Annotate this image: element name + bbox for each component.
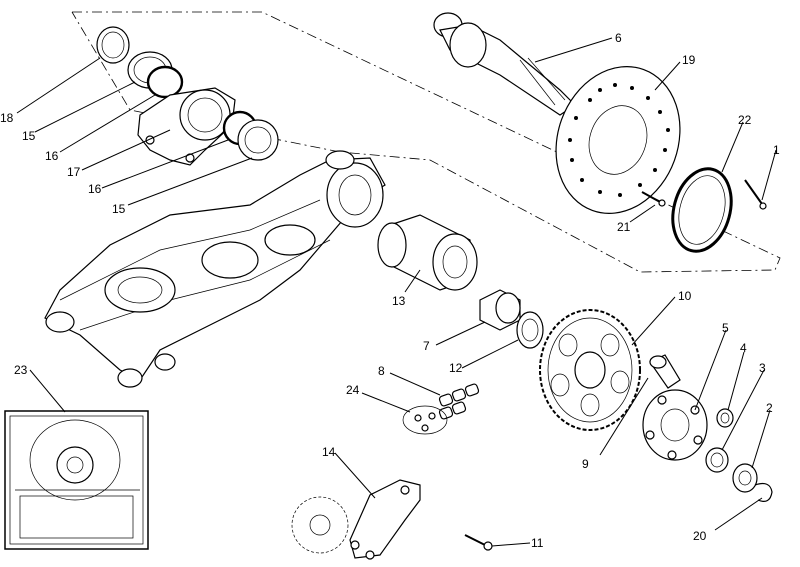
callout-19: 19 <box>682 53 696 67</box>
detail-panel-23 <box>4 410 149 550</box>
callout-21: 21 <box>617 220 631 234</box>
front-sprocket <box>291 496 349 554</box>
bearing-cartridge-13 <box>377 214 478 291</box>
nut-4 <box>716 408 734 428</box>
callout-8: 8 <box>378 364 385 378</box>
callout-18: 18 <box>0 111 14 125</box>
sprocket-cover-14 <box>349 479 421 560</box>
callout-24: 24 <box>346 383 360 397</box>
callout-6: 6 <box>615 31 622 45</box>
circlip-18 <box>96 26 130 64</box>
sprocket-flange-5 <box>642 389 708 461</box>
callout-1: 1 <box>773 143 780 157</box>
callout-13: 13 <box>392 294 406 308</box>
screw-1 <box>744 179 767 210</box>
callout-22: 22 <box>738 113 752 127</box>
swingarm <box>44 150 386 388</box>
seal-15-lower <box>237 119 279 161</box>
leader-lines <box>16 37 777 547</box>
callout-labels: 1 2 3 4 5 6 7 8 9 10 11 12 13 14 15 15 1… <box>0 31 780 550</box>
chain-8 <box>438 383 480 420</box>
callout-3: 3 <box>759 361 766 375</box>
callout-23: 23 <box>14 363 28 377</box>
callout-14: 14 <box>322 445 336 459</box>
callout-4: 4 <box>740 341 747 355</box>
screw-11 <box>464 534 493 551</box>
callout-15-upper: 15 <box>22 129 36 143</box>
oring-16-upper <box>146 65 184 99</box>
brake-disc-19 <box>555 65 681 215</box>
stud-9 <box>649 354 681 389</box>
chain-link-24 <box>402 405 448 435</box>
nut-2 <box>732 463 758 493</box>
callout-16-lower: 16 <box>88 182 102 196</box>
eccentric-housing-17 <box>137 87 236 166</box>
callout-12: 12 <box>449 361 463 375</box>
spacer-7 <box>479 289 521 331</box>
callout-16-upper: 16 <box>45 149 59 163</box>
clip-20 <box>754 482 773 502</box>
callout-15-lower: 15 <box>112 202 126 216</box>
rear-axle-6 <box>433 12 576 116</box>
callout-17: 17 <box>67 165 81 179</box>
callout-11: 11 <box>531 536 544 550</box>
seal-12 <box>516 311 544 349</box>
callout-5: 5 <box>722 321 729 335</box>
callout-10: 10 <box>678 289 692 303</box>
tone-ring-22 <box>671 167 733 253</box>
callout-2: 2 <box>766 401 773 415</box>
rear-sprocket-10 <box>539 309 641 431</box>
callout-20: 20 <box>693 529 707 543</box>
screw-21 <box>641 191 666 207</box>
washer-3 <box>705 447 729 473</box>
callout-7: 7 <box>423 339 430 353</box>
callout-9: 9 <box>582 457 589 471</box>
